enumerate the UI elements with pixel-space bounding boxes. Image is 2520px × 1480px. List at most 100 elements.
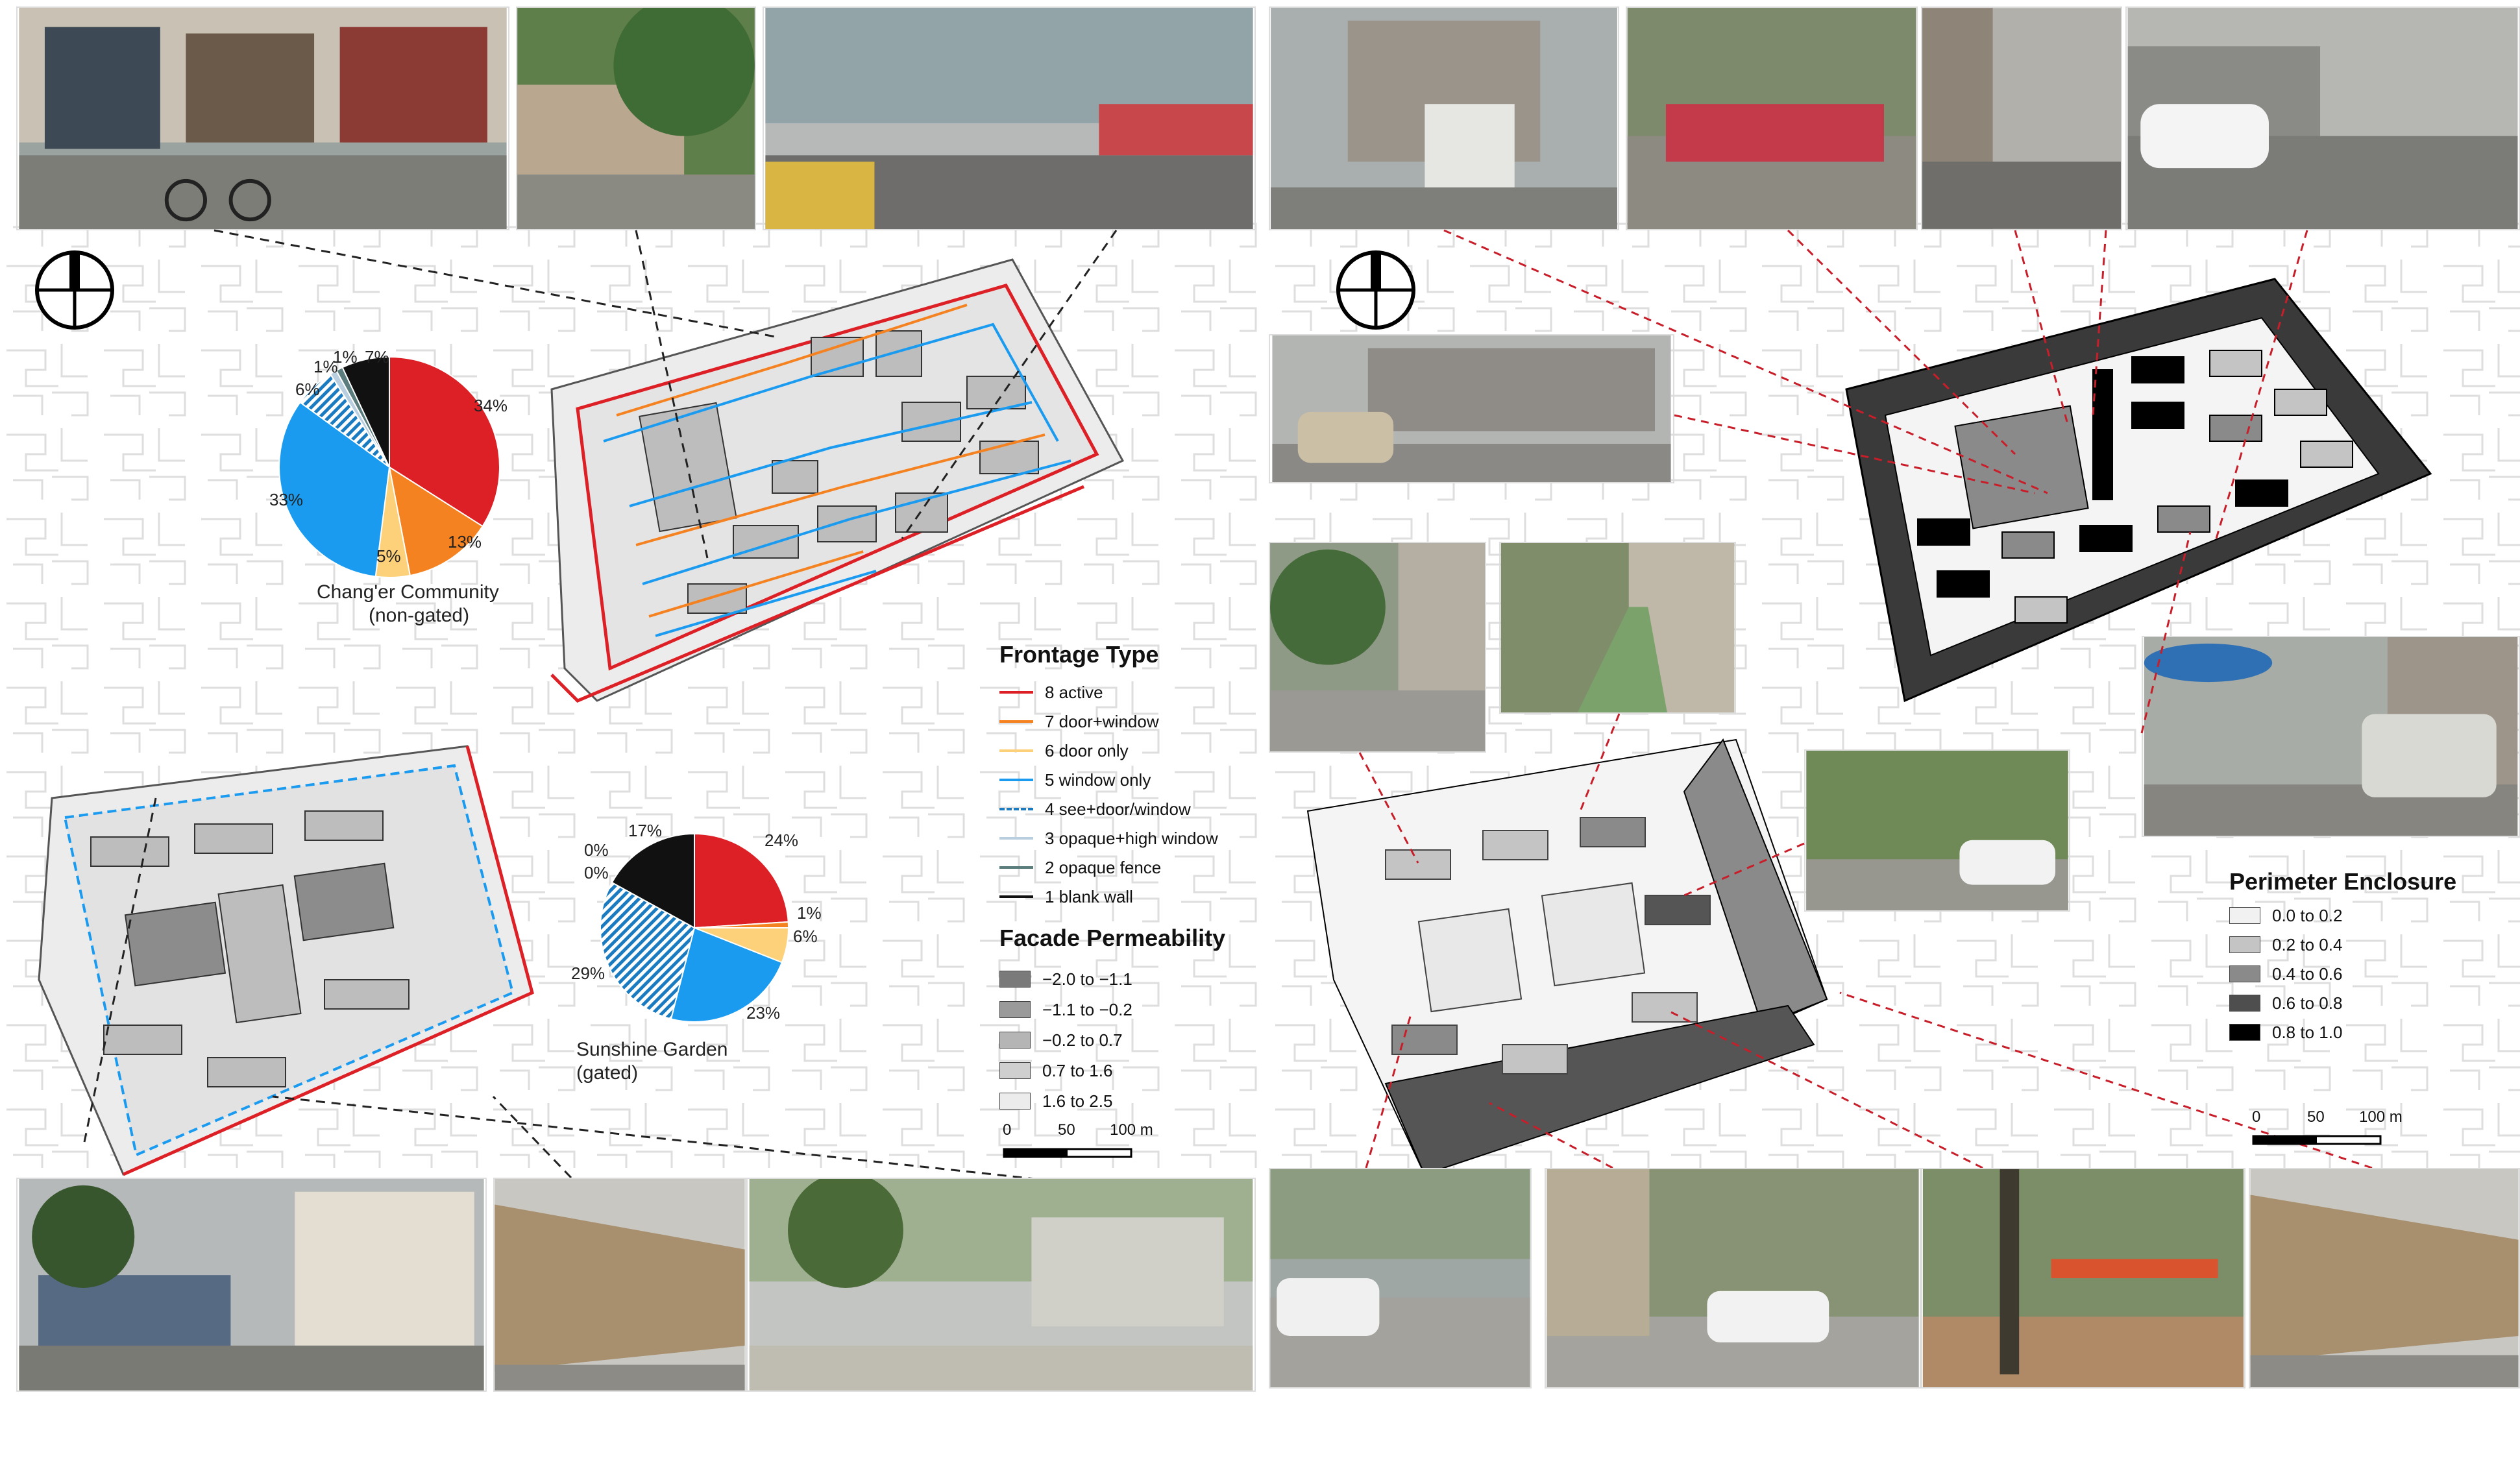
pie-label: 0%: [584, 863, 609, 882]
enclosure-swatch: [2229, 1024, 2260, 1041]
street-photo-wall-b: [2249, 1168, 2520, 1389]
enclosure-legend-item: 0.6 to 0.8: [2229, 991, 2342, 1015]
street-photo-market: [763, 6, 1256, 230]
frontage-swatch: [999, 837, 1033, 840]
panel-label-b: (b): [1859, 1421, 1899, 1427]
frontage-legend-item: 3 opaque+high window: [999, 826, 1218, 851]
permeability-swatch: [999, 1001, 1031, 1018]
street-photo-trees: [516, 6, 756, 230]
street-photo-car-park: [1269, 1168, 1532, 1389]
sunshine-garden-map: [38, 745, 534, 1176]
enclosure-legend-item: 0.8 to 1.0: [2229, 1020, 2342, 1045]
changer-caption: Chang'er Community (non-gated): [317, 581, 499, 626]
pie-label: 24%: [765, 831, 799, 850]
scale-tick-label: 50: [2307, 1108, 2325, 1126]
frontage-legend-item: 5 window only: [999, 768, 1151, 792]
frontage-swatch: [999, 808, 1033, 810]
pie-label: 6%: [295, 380, 320, 399]
north-arrow-icon: [1336, 250, 1415, 330]
pie-label: 17%: [628, 821, 663, 840]
frontage-legend-item: 7 door+window: [999, 709, 1159, 734]
callout-lines-a: [83, 229, 1118, 1185]
frontage-legend-item: 4 see+door/window: [999, 797, 1191, 821]
enclosure-legend-item: 0.2 to 0.4: [2229, 932, 2342, 957]
frontage-legend-item: 8 active: [999, 680, 1103, 705]
pie-slice: [600, 881, 696, 1020]
pie-slice: [388, 465, 483, 577]
scale-tick-label: 100 m: [2359, 1108, 2403, 1126]
permeability-swatch: [999, 1062, 1031, 1079]
frontage-swatch: [999, 691, 1033, 694]
scale-bar: [1003, 1148, 1132, 1158]
changer-pie-chart: [260, 337, 519, 597]
pie-label: 29%: [571, 964, 606, 983]
pie-label: 13%: [448, 532, 482, 552]
street-photo-walkway: [1499, 542, 1736, 714]
frontage-swatch: [999, 866, 1033, 869]
frontage-swatch: [999, 779, 1033, 781]
panel-a: 34% 13% 5% 33% 6% 1% 1% 7% Chang'er Comm…: [0, 0, 1259, 1427]
scale-tick-label: 0: [2252, 1108, 2261, 1126]
permeability-legend-item: −1.1 to −0.2: [999, 997, 1132, 1022]
scale-tick-label: 0: [1003, 1121, 1012, 1139]
scale-tick-label: 50: [1058, 1121, 1075, 1139]
sunshine-caption: Sunshine Garden (gated): [576, 1039, 728, 1084]
pie-label: 1%: [313, 357, 338, 376]
sunshine-enclosure-map: [1306, 738, 1828, 1176]
street-photo-dance-square: [1626, 6, 1918, 230]
street-photo-tree-lane: [1269, 542, 1486, 753]
street-photo-corner: [1269, 334, 1674, 483]
frontage-legend-title: Frontage Type: [999, 641, 1159, 668]
pie-slice: [278, 401, 391, 577]
enclosure-swatch: [2229, 995, 2260, 1012]
pie-slice: [341, 356, 390, 468]
frontage-legend-item: 6 door only: [999, 738, 1129, 763]
frontage-swatch: [999, 720, 1033, 723]
pie-label: 7%: [365, 347, 389, 367]
permeability-swatch: [999, 1032, 1031, 1049]
street-photo-storefront: [16, 6, 509, 230]
permeability-swatch: [999, 1093, 1031, 1110]
pie-label: 6%: [793, 927, 818, 946]
changer-enclosure-map: [1845, 278, 2432, 703]
frontage-legend-item: 2 opaque fence: [999, 855, 1161, 880]
pie-label: 0%: [584, 840, 609, 860]
changer-community-map: [550, 258, 1125, 703]
street-photo-gate: [746, 1178, 1256, 1392]
pie-label: 34%: [474, 396, 508, 415]
permeability-legend-item: 0.7 to 1.6: [999, 1058, 1112, 1083]
street-photo-green-yard: [1804, 749, 2070, 912]
enclosure-swatch: [2229, 936, 2260, 953]
street-photo-plaza: [1921, 1168, 2245, 1389]
pie-label: 1%: [333, 347, 358, 367]
street-photo-alley: [1921, 6, 2122, 230]
pie-label: 5%: [376, 546, 401, 566]
street-photo-entrance: [1269, 6, 1619, 230]
enclosure-legend-item: 0.0 to 0.2: [2229, 903, 2342, 928]
street-photo-market-stall: [2142, 636, 2520, 837]
permeability-legend-title: Facade Permeability: [999, 925, 1226, 951]
pie-slice: [611, 832, 695, 929]
pie-slice: [694, 832, 789, 929]
street-photo-wall: [493, 1178, 746, 1392]
pie-label: 1%: [797, 903, 822, 923]
street-photo-shop-house: [16, 1178, 487, 1392]
street-photo-shaded-lot: [1545, 1168, 1921, 1389]
pie-slice: [670, 927, 783, 1023]
enclosure-swatch: [2229, 965, 2260, 982]
scale-bar: [2252, 1135, 2382, 1145]
enclosure-legend-title: Perimeter Enclosure: [2229, 868, 2457, 895]
street-photo-parking: [2125, 6, 2520, 230]
permeability-legend-item: −2.0 to −1.1: [999, 967, 1132, 991]
sunshine-pie-chart: [578, 811, 811, 1045]
pie-label: 33%: [269, 490, 304, 509]
permeability-swatch: [999, 971, 1031, 988]
frontage-swatch: [999, 749, 1033, 752]
permeability-legend-item: −0.2 to 0.7: [999, 1028, 1123, 1052]
frontage-legend-item: 1 blank wall: [999, 884, 1133, 909]
panel-b: Perimeter Enclosure 0.0 to 0.2 0.2 to 0.…: [1269, 0, 2520, 1427]
pie-label: 23%: [746, 1003, 781, 1023]
north-arrow-icon: [35, 250, 114, 330]
enclosure-legend-item: 0.4 to 0.6: [2229, 962, 2342, 986]
permeability-legend-item: 1.6 to 2.5: [999, 1089, 1112, 1113]
